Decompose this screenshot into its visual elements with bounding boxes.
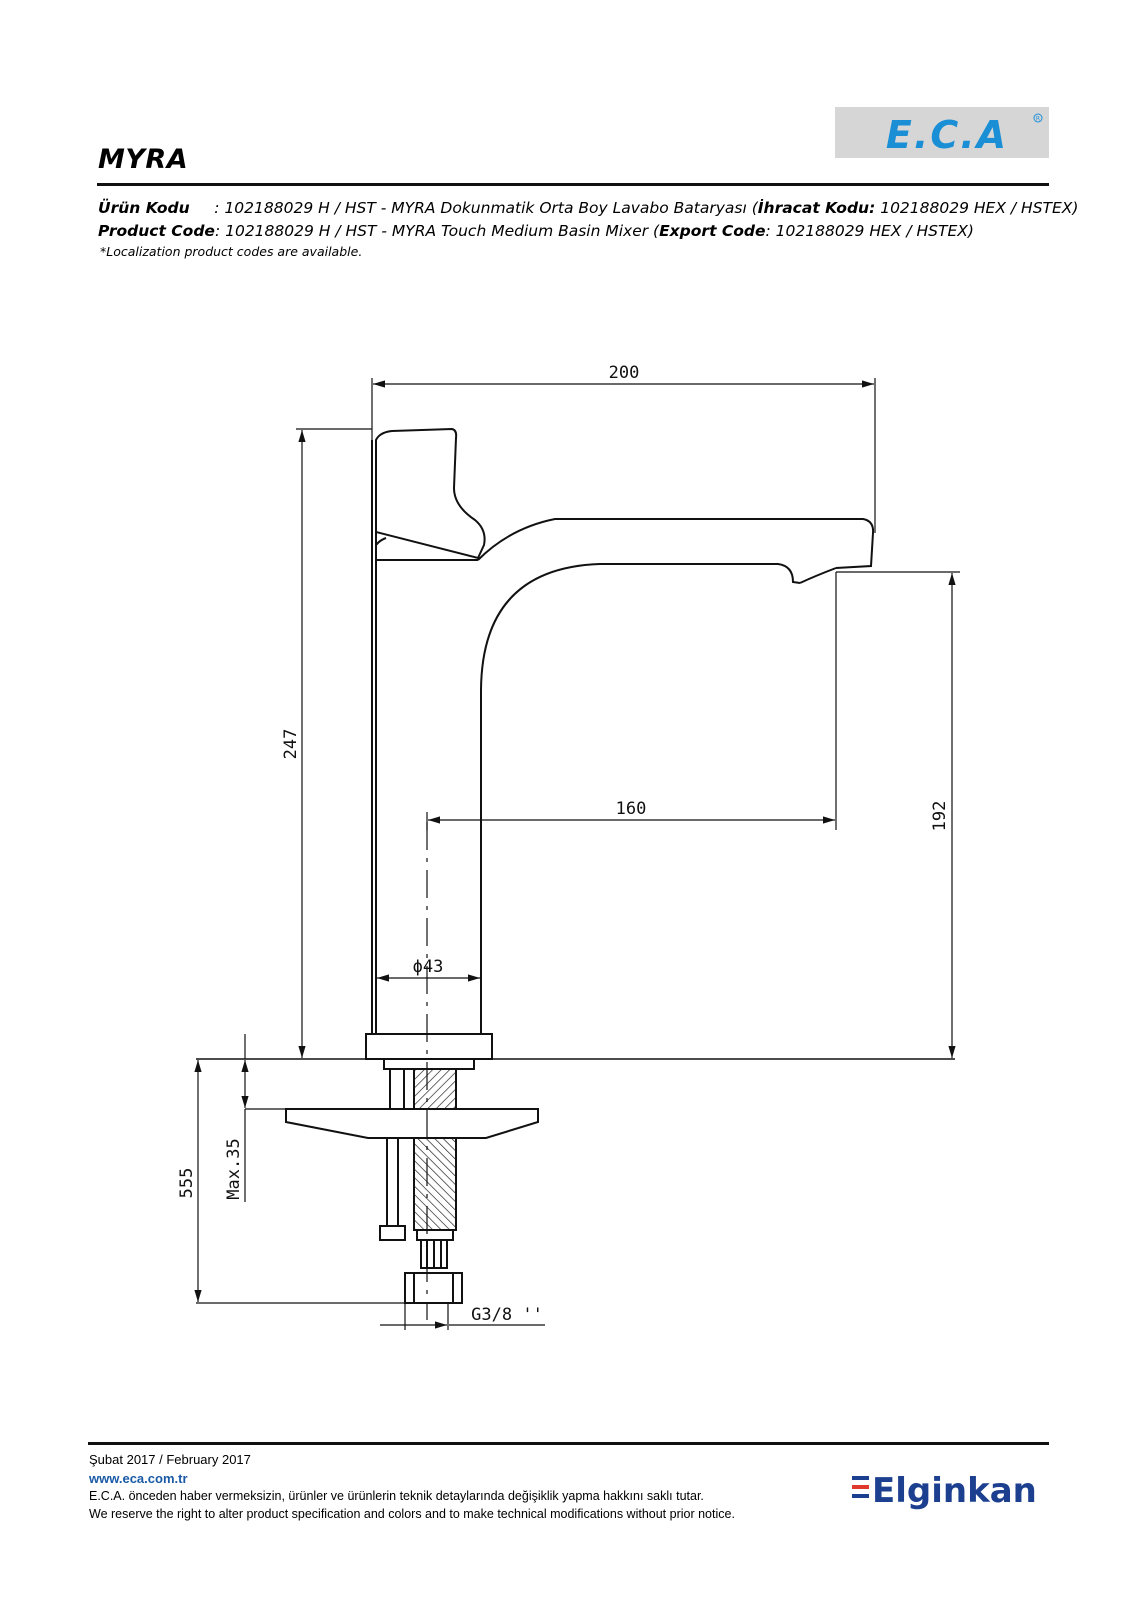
dim-thread: G3/8 '' bbox=[471, 1305, 543, 1325]
product-code-tr-label: Ürün Kodu bbox=[98, 199, 190, 217]
dim-555: 555 bbox=[177, 1168, 197, 1199]
footer-rule bbox=[88, 1442, 1049, 1445]
dim-247: 247 bbox=[281, 729, 301, 760]
export-code-en-label: Export Code bbox=[659, 222, 766, 240]
localization-note: *Localization product codes are availabl… bbox=[100, 244, 363, 259]
mixer-outline bbox=[285, 427, 875, 1304]
export-code-tr-label: İhracat Kodu: bbox=[757, 199, 876, 217]
lever-handle bbox=[375, 427, 486, 560]
footer-website-link[interactable]: www.eca.com.tr bbox=[89, 1471, 188, 1486]
elginkan-logo-text: Elginkan bbox=[872, 1471, 1037, 1511]
export-code-tr-value: 102188029 HEX / HSTEX) bbox=[875, 199, 1079, 217]
dim-200: 200 bbox=[609, 363, 640, 383]
page-title: MYRA bbox=[98, 144, 189, 175]
eca-logo: E.C.A R bbox=[835, 107, 1049, 158]
product-code-en-text: 102188029 H / HST - MYRA Touch Medium Ba… bbox=[225, 222, 660, 240]
export-code-en-value: : 102188029 HEX / HSTEX) bbox=[765, 222, 974, 240]
threaded-rod bbox=[386, 1137, 399, 1227]
footer-disclaimer-tr: E.C.A. önceden haber vermeksizin, ürünle… bbox=[89, 1489, 704, 1503]
hose-nut bbox=[404, 1272, 463, 1304]
header-rule bbox=[97, 183, 1049, 186]
dim-160: 160 bbox=[616, 799, 647, 819]
mounting-plate bbox=[285, 1108, 539, 1139]
elginkan-logo: Elginkan bbox=[852, 1466, 1052, 1514]
product-code-tr: Ürün Kodu : 102188029 H / HST - MYRA Dok… bbox=[98, 199, 1078, 217]
base-flange bbox=[365, 1033, 493, 1060]
product-code-en-label: Product Code bbox=[98, 222, 215, 240]
dim-diameter: ϕ43 bbox=[413, 957, 444, 977]
eca-logo-text: E.C.A bbox=[886, 113, 1008, 157]
product-code-tr-sep: : bbox=[189, 199, 225, 217]
dim-max35: Max.35 bbox=[224, 1138, 244, 1199]
eca-logo-mark: E.C.A R bbox=[886, 113, 1043, 157]
product-code-en-sep: : bbox=[214, 222, 226, 240]
base-ring bbox=[383, 1058, 475, 1070]
spout-top-edge bbox=[477, 518, 875, 569]
product-code-en: Product Code: 102188029 H / HST - MYRA T… bbox=[98, 222, 974, 240]
footer-date: Şubat 2017 / February 2017 bbox=[89, 1452, 251, 1467]
dim-192: 192 bbox=[930, 801, 950, 832]
elginkan-logo-mark: Elginkan bbox=[852, 1471, 1037, 1511]
product-code-tr-text: 102188029 H / HST - MYRA Dokunmatik Orta… bbox=[224, 199, 758, 217]
flexible-hose bbox=[413, 1137, 457, 1231]
svg-text:R: R bbox=[1036, 116, 1040, 123]
footer-disclaimer-en: We reserve the right to alter product sp… bbox=[89, 1507, 735, 1521]
spout-bottom-edge bbox=[480, 563, 801, 976]
